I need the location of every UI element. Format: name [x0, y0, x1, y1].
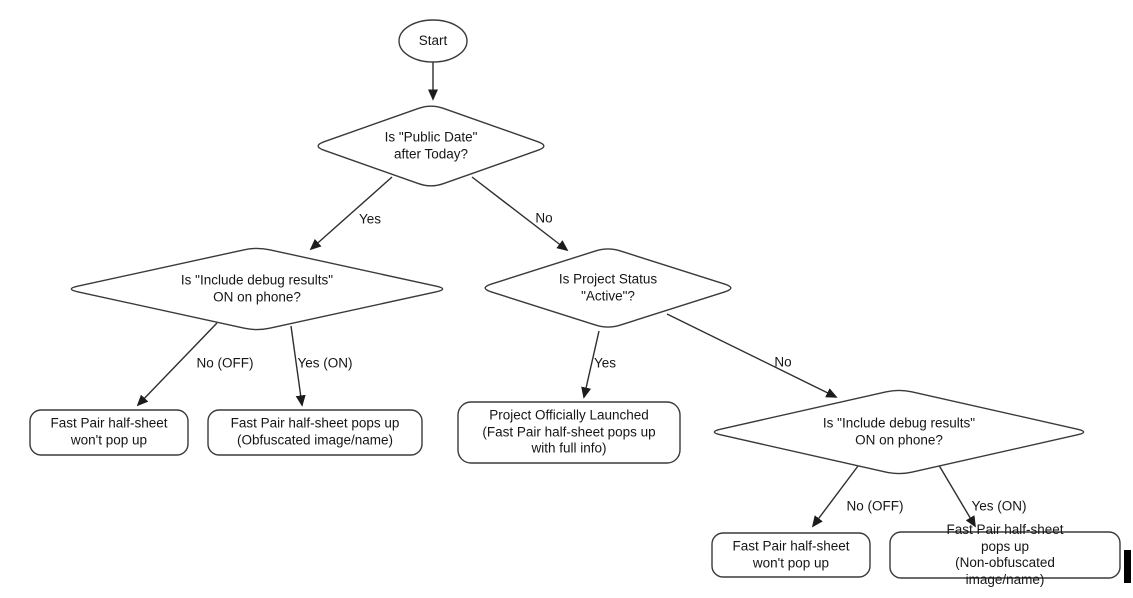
- decision-debug-left-label: Is "Include debug results" ON on phone?: [180, 272, 334, 305]
- outcome-non-obfuscated-box: [889, 531, 1121, 579]
- decision-debug-right-label: Is "Include debug results" ON on phone?: [822, 415, 976, 448]
- decision-project-status-label: Is Project Status "Active"?: [558, 271, 658, 304]
- edge-label-yes-mid: Yes: [593, 355, 617, 371]
- text-cursor-artifact: [1124, 550, 1131, 583]
- outcome-no-popup-right-box: [711, 532, 871, 578]
- edge-yes-to-launched: [581, 330, 600, 399]
- decision-public-date-diamond: [317, 105, 545, 187]
- edge-no-to-project-status: [471, 176, 569, 252]
- outcome-non-obfuscated-label: Fast Pair half-sheet pops up (Non-obfusc…: [946, 522, 1064, 587]
- decision-debug-left-diamond: [70, 247, 444, 331]
- outcome-launched-label: Project Officially Launched (Fast Pair h…: [482, 407, 656, 456]
- decision-debug-right-diamond: [713, 389, 1085, 475]
- outcome-obfuscated-label: Fast Pair half-sheet pops up (Obfuscated…: [230, 415, 400, 448]
- decision-project-status-diamond: [484, 248, 732, 328]
- edge-label-no-top-right: No: [535, 210, 553, 226]
- edge-label-yes-on-right: Yes (ON): [971, 498, 1027, 514]
- start-ellipse: [398, 19, 468, 63]
- outcome-obfuscated-box: [207, 409, 423, 456]
- edge-label-yes-on-left: Yes (ON): [297, 355, 353, 371]
- outcome-launched-box: [457, 401, 681, 464]
- edge-label-no-far-right: No: [774, 354, 792, 370]
- edge-yes-to-debug-left: [309, 176, 393, 251]
- edge-nooff-to-no-popup-left: [136, 322, 218, 407]
- outcome-no-popup-left-box: [29, 409, 189, 456]
- edge-yeson-to-non-obfuscated: [936, 461, 976, 528]
- edge-label-yes-top-left: Yes: [358, 211, 382, 227]
- edge-no-to-debug-right: [666, 313, 838, 398]
- outcome-no-popup-right-label: Fast Pair half-sheet won't pop up: [732, 538, 850, 571]
- start-label: Start: [418, 32, 448, 48]
- outcome-no-popup-left-label: Fast Pair half-sheet won't pop up: [50, 415, 168, 448]
- edge-label-no-off-left: No (OFF): [196, 355, 254, 371]
- edge-yeson-to-obfuscated: [290, 325, 306, 407]
- edge-label-no-off-right: No (OFF): [846, 498, 904, 514]
- edge-nooff-to-no-popup-right: [811, 461, 862, 528]
- decision-public-date-label: Is "Public Date" after Today?: [384, 129, 478, 162]
